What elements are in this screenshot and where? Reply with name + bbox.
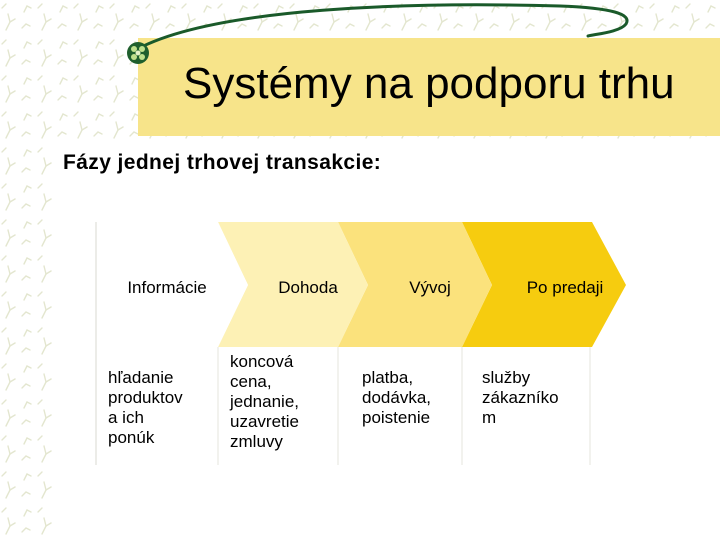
phase-detail-box-1 [96, 347, 218, 465]
detail-line: dodávka, [362, 388, 431, 407]
phase-arrow-4 [462, 222, 626, 347]
detail-line: zákazníko [482, 388, 559, 407]
detail-line: jednanie, [230, 392, 300, 411]
phase-detail-box-4 [462, 347, 590, 465]
detail-line: a ich [108, 408, 144, 427]
phase-details-dohoda: koncová cena, jednanie, uzavretie zmluvy [230, 352, 299, 452]
detail-line: uzavretie [230, 412, 299, 431]
detail-line: hľadanie [108, 368, 174, 387]
accent-swoosh [130, 3, 629, 54]
detail-line: ponúk [108, 428, 155, 447]
phase-arrow-3 [338, 222, 492, 347]
bullet-orb-icon [127, 42, 149, 64]
phase-arrow-1 [96, 222, 248, 347]
detail-line: m [482, 408, 497, 427]
detail-line: služby [482, 368, 531, 387]
phase-label-informacie: Informácie [127, 278, 207, 297]
detail-line: produktov [108, 388, 183, 407]
phase-details-vyvoj: platba, dodávka, poistenie [362, 368, 431, 428]
slide-title: Systémy na podporu trhu [183, 59, 675, 108]
title-decoration [127, 3, 629, 64]
phase-details-po-predaji: služby zákazníko m [482, 368, 559, 428]
title-bar [138, 38, 720, 136]
phase-label-po-predaji: Po predaji [526, 278, 604, 297]
phase-label-dohoda: Dohoda [278, 278, 338, 297]
detail-line: zmluvy [230, 432, 283, 451]
detail-line: koncová [230, 352, 294, 371]
detail-line: poistenie [362, 408, 431, 427]
detail-line: platba, [362, 368, 414, 387]
detail-line: cena, [230, 372, 272, 391]
phase-detail-box-3 [338, 347, 462, 465]
phase-detail-box-2 [218, 347, 338, 465]
slide-subtitle: Fázy jednej trhovej transakcie: [63, 151, 382, 174]
phase-label-vyvoj: Vývoj [409, 278, 451, 297]
phase-details-informacie: hľadanie produktov a ich ponúk [108, 368, 183, 448]
phase-arrow-2 [218, 222, 368, 347]
